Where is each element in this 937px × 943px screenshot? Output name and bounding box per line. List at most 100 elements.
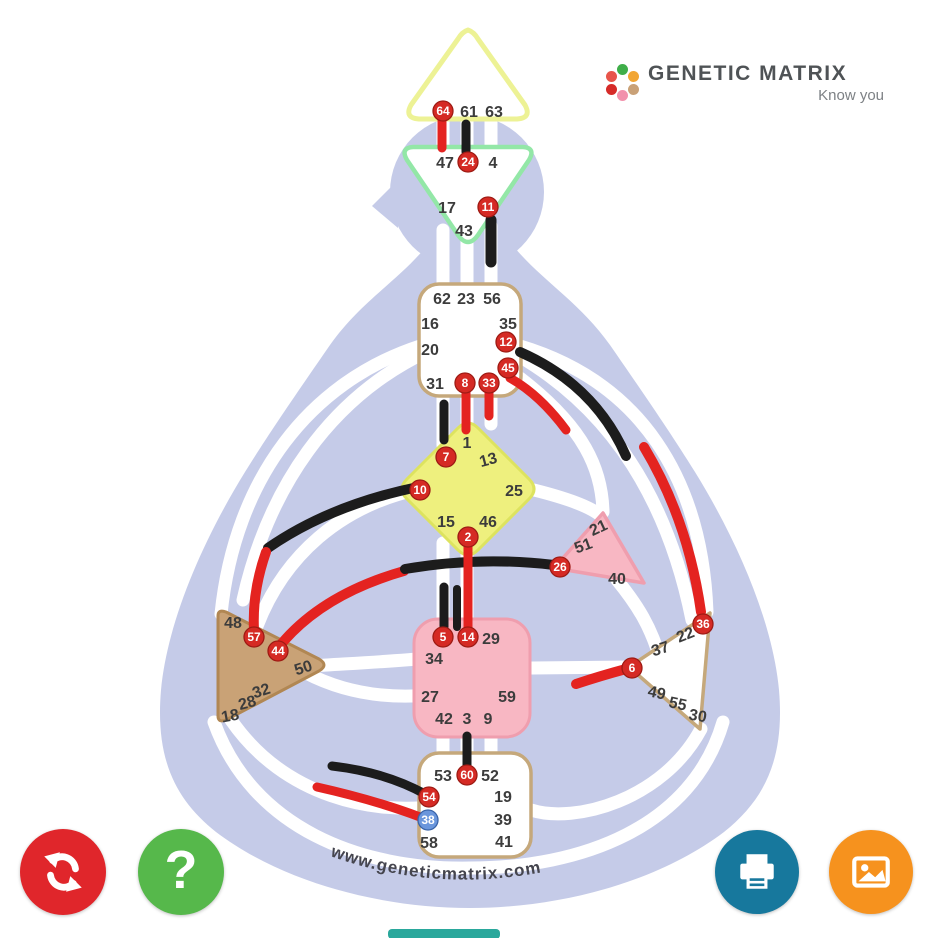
svg-text:46: 46 xyxy=(479,514,497,531)
logo-dot xyxy=(605,70,617,82)
refresh-icon xyxy=(44,852,82,892)
svg-text:14: 14 xyxy=(461,630,475,644)
gate-22: 22 xyxy=(674,624,697,646)
genetic-matrix-logo: GENETIC MATRIX Know you xyxy=(598,62,888,104)
svg-text:4: 4 xyxy=(489,155,498,172)
refresh-button[interactable] xyxy=(20,829,106,915)
svg-text:9: 9 xyxy=(484,711,493,728)
gate-62: 62 xyxy=(433,291,451,308)
svg-text:23: 23 xyxy=(457,291,475,308)
gate-23: 23 xyxy=(457,291,475,308)
gate-50: 50 xyxy=(292,658,314,680)
image-icon xyxy=(852,856,890,888)
gate-47: 47 xyxy=(436,155,454,172)
svg-text:33: 33 xyxy=(482,376,496,390)
logo-dot xyxy=(617,90,628,101)
gate-51: 51 xyxy=(572,535,595,557)
gate-12: 12 xyxy=(495,331,517,353)
svg-text:47: 47 xyxy=(436,155,454,172)
gate-30: 30 xyxy=(688,707,709,727)
svg-text:42: 42 xyxy=(435,711,453,728)
svg-text:45: 45 xyxy=(501,361,515,375)
svg-text:27: 27 xyxy=(421,689,439,706)
logo-mark-icon xyxy=(604,64,640,101)
center-throat xyxy=(417,282,523,398)
gate-20: 20 xyxy=(421,342,439,359)
gate-4: 4 xyxy=(489,155,498,172)
gate-25: 25 xyxy=(505,483,523,500)
gate-49: 49 xyxy=(646,683,667,703)
svg-text:41: 41 xyxy=(495,834,513,851)
svg-text:32: 32 xyxy=(250,681,272,703)
gate-36: 36 xyxy=(692,613,714,635)
svg-text:11: 11 xyxy=(482,200,495,214)
print-button[interactable] xyxy=(715,830,799,914)
svg-text:60: 60 xyxy=(460,768,474,782)
gate-27: 27 xyxy=(421,689,439,706)
gate-18: 18 xyxy=(220,707,241,727)
gate-29: 29 xyxy=(482,631,500,648)
svg-text:24: 24 xyxy=(461,155,475,169)
svg-text:40: 40 xyxy=(608,571,626,588)
svg-text:53: 53 xyxy=(434,768,452,785)
gate-44: 44 xyxy=(267,640,289,662)
svg-text:10: 10 xyxy=(413,483,427,497)
gate-9: 9 xyxy=(484,711,493,728)
export-image-button[interactable] xyxy=(829,830,913,914)
gate-16: 16 xyxy=(421,316,439,333)
gate-19: 19 xyxy=(494,789,512,806)
gate-55: 55 xyxy=(667,694,688,714)
channel-26-44-right xyxy=(400,556,559,574)
svg-text:1: 1 xyxy=(463,435,472,452)
channel-44-26-left xyxy=(273,566,409,653)
gate-2: 2 xyxy=(457,526,479,548)
svg-text:34: 34 xyxy=(425,651,443,668)
svg-text:64: 64 xyxy=(436,104,450,118)
svg-text:35: 35 xyxy=(499,316,517,333)
gate-28: 28 xyxy=(237,693,259,714)
gate-11: 11 xyxy=(477,196,499,218)
gate-63: 63 xyxy=(485,104,503,121)
svg-text:30: 30 xyxy=(688,707,709,727)
svg-text:25: 25 xyxy=(505,483,523,500)
gate-17: 17 xyxy=(438,200,456,217)
gate-45: 45 xyxy=(497,357,519,379)
logo-dot xyxy=(605,83,617,95)
logo-dot xyxy=(628,83,640,95)
gate-60: 60 xyxy=(456,764,478,786)
help-button[interactable]: ? xyxy=(138,829,224,915)
svg-text:52: 52 xyxy=(481,768,499,785)
svg-text:29: 29 xyxy=(482,631,500,648)
center-ajna xyxy=(402,144,534,245)
center-solar-plexus xyxy=(627,611,712,731)
svg-text:58: 58 xyxy=(420,835,438,852)
svg-text:37: 37 xyxy=(649,639,671,661)
svg-text:49: 49 xyxy=(646,683,667,703)
svg-text:61: 61 xyxy=(460,104,478,121)
channel-45-21 xyxy=(505,373,571,435)
svg-text:44: 44 xyxy=(271,644,285,658)
svg-text:16: 16 xyxy=(421,316,439,333)
svg-text:31: 31 xyxy=(426,376,444,393)
gate-26: 26 xyxy=(549,556,571,578)
svg-text:6: 6 xyxy=(629,661,636,675)
gate-15: 15 xyxy=(437,514,455,531)
gate-43: 43 xyxy=(455,223,473,240)
svg-text:15: 15 xyxy=(437,514,455,531)
gate-42: 42 xyxy=(435,711,453,728)
gate-59: 59 xyxy=(498,689,516,706)
channel-36-35-lower xyxy=(639,442,706,617)
svg-text:57: 57 xyxy=(247,630,261,644)
center-sacral xyxy=(412,617,532,739)
centers-layer xyxy=(216,27,712,859)
printer-icon xyxy=(740,854,774,889)
svg-text:50: 50 xyxy=(292,658,314,680)
gate-57: 57 xyxy=(243,626,265,648)
channels-layer xyxy=(248,109,706,822)
svg-text:19: 19 xyxy=(494,789,512,806)
logo-dot xyxy=(617,64,628,75)
svg-text:20: 20 xyxy=(421,342,439,359)
